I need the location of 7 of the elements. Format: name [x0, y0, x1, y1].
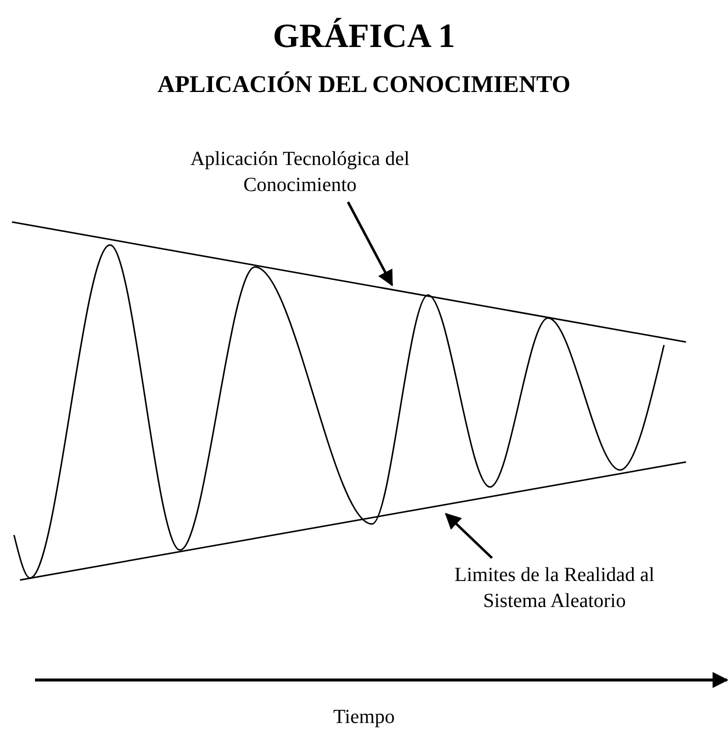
leader-arrow [444, 512, 493, 559]
title: GRÁFICA 1 [272, 18, 456, 56]
annotation-text: Aplicación Tecnológica del Conocimiento [150, 146, 450, 198]
axis-label: Tiempo [332, 706, 396, 729]
annotation-text: Limites de la Realidad al Sistema Aleatorio [422, 562, 687, 614]
subtitle: APLICACIÓN DEL CONOCIMIENTO [156, 72, 572, 99]
leader-arrow [346, 201, 394, 286]
